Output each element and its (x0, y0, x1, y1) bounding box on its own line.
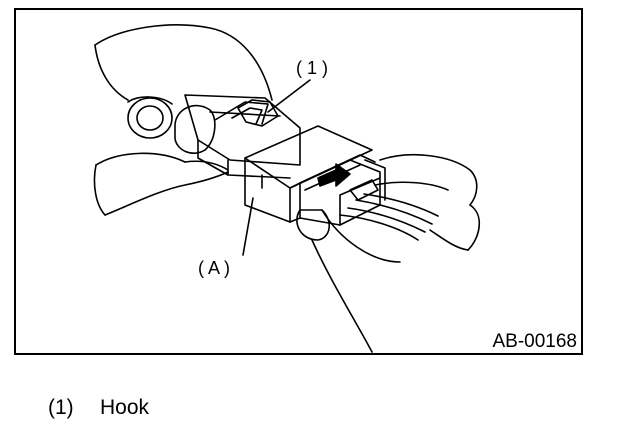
hook (237, 99, 279, 127)
legend: (1) Hook (48, 396, 149, 420)
leader-line-a (242, 197, 254, 256)
figure-id: AB-00168 (492, 331, 577, 352)
leader-line-hook (267, 79, 311, 113)
harness-grommet (127, 96, 173, 139)
label-hook: ( 1 ) (296, 58, 328, 78)
connector-a-housing (244, 125, 376, 223)
legend-number: (1) (48, 396, 74, 419)
right-hand (296, 154, 480, 353)
left-hand (93, 24, 273, 216)
harness-wires (339, 193, 439, 241)
label-connector-a: ( A ) (198, 258, 230, 278)
legend-text: Hook (100, 396, 150, 419)
connector-male-body (184, 94, 301, 179)
push-arrow-icon (317, 163, 351, 187)
figure-frame (14, 8, 583, 355)
